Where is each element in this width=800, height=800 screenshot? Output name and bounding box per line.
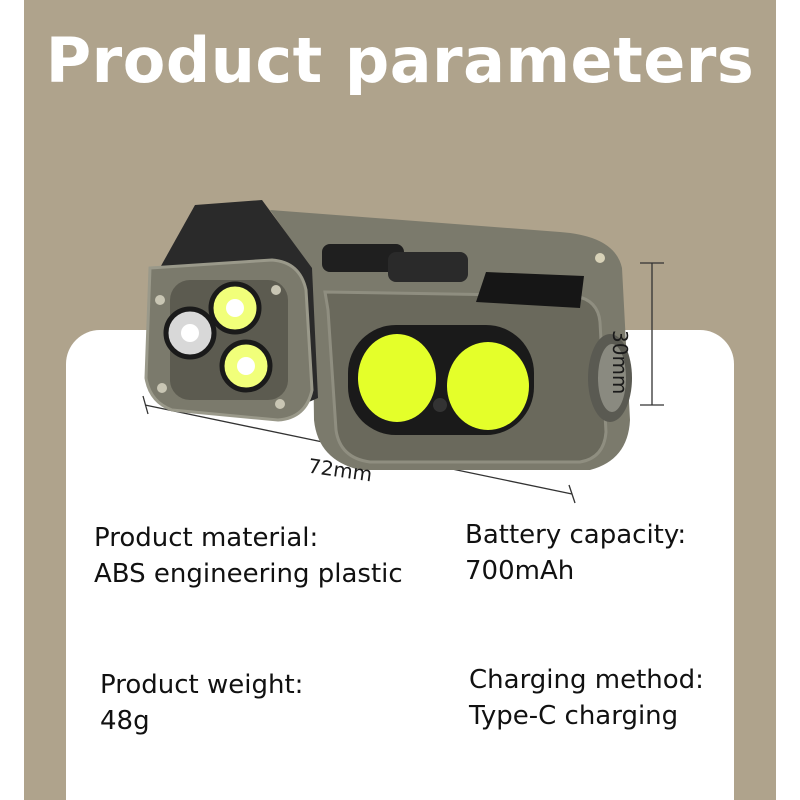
spec-weight-value: 48g (100, 706, 150, 736)
battery-display (476, 272, 584, 308)
dimension-line-height (640, 262, 664, 406)
spec-weight: Product weight: 48g (100, 667, 303, 739)
spec-material: Product material: ABS engineering plasti… (94, 520, 403, 592)
spec-weight-label: Product weight: (100, 670, 304, 700)
cob-led-left (358, 334, 436, 422)
main-body (270, 210, 632, 470)
spec-battery-label: Battery capacity: (465, 520, 687, 550)
rotating-head (144, 200, 318, 422)
spec-battery-value: 700mAh (465, 556, 575, 586)
page-title: Product parameters (45, 24, 755, 97)
height-label: 30mm (608, 330, 632, 395)
power-button (388, 252, 468, 282)
spec-charging-label: Charging method: (469, 665, 704, 695)
spec-material-value: ABS engineering plastic (94, 559, 403, 589)
cob-led-right (447, 342, 529, 430)
spec-charging-value: Type-C charging (469, 701, 679, 731)
mode-button (322, 244, 404, 272)
spec-battery: Battery capacity: 700mAh (465, 517, 686, 589)
spec-material-label: Product material: (94, 523, 319, 553)
spec-charging: Charging method: Type-C charging (469, 662, 704, 734)
